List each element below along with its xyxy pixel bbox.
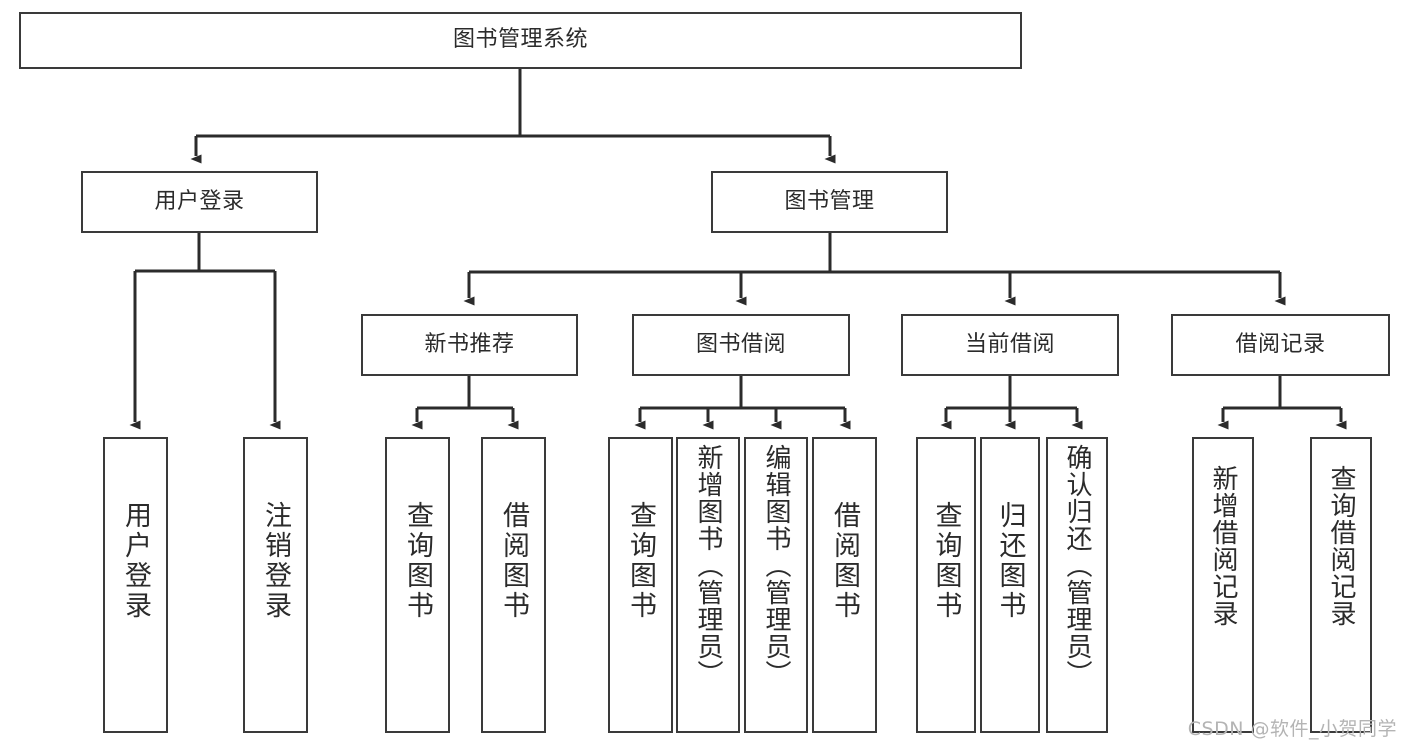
node-leaf-query-book-3-label: 查询图书 <box>930 501 962 621</box>
node-leaf-return-book[interactable]: 归还图书 <box>980 437 1040 733</box>
node-user-login-label: 用户登录 <box>154 188 245 214</box>
node-current-borrow-label: 当前借阅 <box>964 331 1055 357</box>
node-book-manage-label: 图书管理 <box>784 188 875 214</box>
node-leaf-confirm-return-label: 确认归还（管理员） <box>1062 444 1092 687</box>
node-leaf-add-book[interactable]: 新增图书（管理员） <box>676 437 740 733</box>
node-new-book-rec[interactable]: 新书推荐 <box>361 314 578 376</box>
node-root[interactable]: 图书管理系统 <box>19 12 1022 69</box>
node-leaf-user-login-label: 用户登录 <box>120 501 151 621</box>
node-leaf-query-book-2-label: 查询图书 <box>625 501 656 621</box>
node-borrow-record-label: 借阅记录 <box>1235 331 1326 357</box>
node-root-label: 图书管理系统 <box>452 27 588 53</box>
node-leaf-confirm-return[interactable]: 确认归还（管理员） <box>1046 437 1108 733</box>
node-leaf-user-login[interactable]: 用户登录 <box>103 437 168 733</box>
node-book-borrow[interactable]: 图书借阅 <box>632 314 850 376</box>
node-leaf-add-record[interactable]: 新增借阅记录 <box>1192 437 1254 733</box>
node-leaf-query-book-2[interactable]: 查询图书 <box>608 437 673 733</box>
node-leaf-add-book-label: 新增图书（管理员） <box>693 444 723 687</box>
node-user-login[interactable]: 用户登录 <box>81 171 318 233</box>
node-borrow-record[interactable]: 借阅记录 <box>1171 314 1390 376</box>
node-leaf-add-record-label: 新增借阅记录 <box>1208 465 1238 627</box>
watermark-label: CSDN @软件_小贺同学 <box>1187 718 1397 740</box>
node-leaf-user-logout-label: 注销登录 <box>260 501 291 621</box>
node-leaf-borrow-book-2[interactable]: 借阅图书 <box>812 437 877 733</box>
node-leaf-query-book-1-label: 查询图书 <box>402 501 433 621</box>
node-leaf-user-logout[interactable]: 注销登录 <box>243 437 308 733</box>
node-leaf-borrow-book-1-label: 借阅图书 <box>498 501 529 621</box>
node-leaf-query-record-label: 查询借阅记录 <box>1326 465 1356 627</box>
node-leaf-edit-book-label: 编辑图书（管理员） <box>761 444 791 687</box>
node-leaf-query-book-1[interactable]: 查询图书 <box>385 437 450 733</box>
node-leaf-edit-book[interactable]: 编辑图书（管理员） <box>744 437 808 733</box>
node-leaf-query-record[interactable]: 查询借阅记录 <box>1310 437 1372 733</box>
node-new-book-rec-label: 新书推荐 <box>424 331 515 357</box>
node-leaf-borrow-book-1[interactable]: 借阅图书 <box>481 437 546 733</box>
node-current-borrow[interactable]: 当前借阅 <box>901 314 1119 376</box>
node-book-manage[interactable]: 图书管理 <box>711 171 948 233</box>
node-leaf-borrow-book-2-label: 借阅图书 <box>829 501 860 621</box>
node-book-borrow-label: 图书借阅 <box>695 331 786 357</box>
node-leaf-return-book-label: 归还图书 <box>994 501 1026 621</box>
node-leaf-query-book-3[interactable]: 查询图书 <box>916 437 976 733</box>
